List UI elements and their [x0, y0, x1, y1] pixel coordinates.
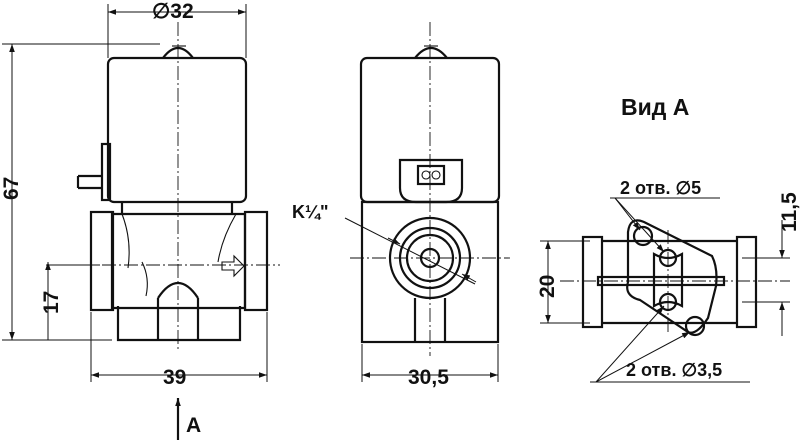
front-view: [76, 22, 280, 352]
view-a: [560, 219, 790, 337]
front-view-dimensions: [2, 4, 268, 440]
dim-height-port: 17: [40, 291, 63, 314]
view-a-dimensions: [540, 197, 790, 383]
dim-spacing: 11,5: [778, 192, 800, 232]
side-view: [350, 22, 510, 356]
view-arrow-label: А: [186, 414, 201, 437]
dim-height-total: 67: [0, 177, 23, 200]
dim-pipe: 20: [536, 275, 559, 298]
dim-diameter-body: ∅32: [152, 0, 194, 23]
thread-label: K¼": [292, 202, 329, 222]
view-title: Вид А: [621, 94, 689, 120]
holes-large-label: 2 отв. ∅5: [620, 178, 701, 198]
dim-width-middle: 30,5: [408, 366, 449, 389]
side-view-dimensions: [344, 217, 499, 382]
holes-small-label: 2 отв. ∅3,5: [626, 360, 722, 380]
dim-width-left: 39: [163, 366, 186, 389]
